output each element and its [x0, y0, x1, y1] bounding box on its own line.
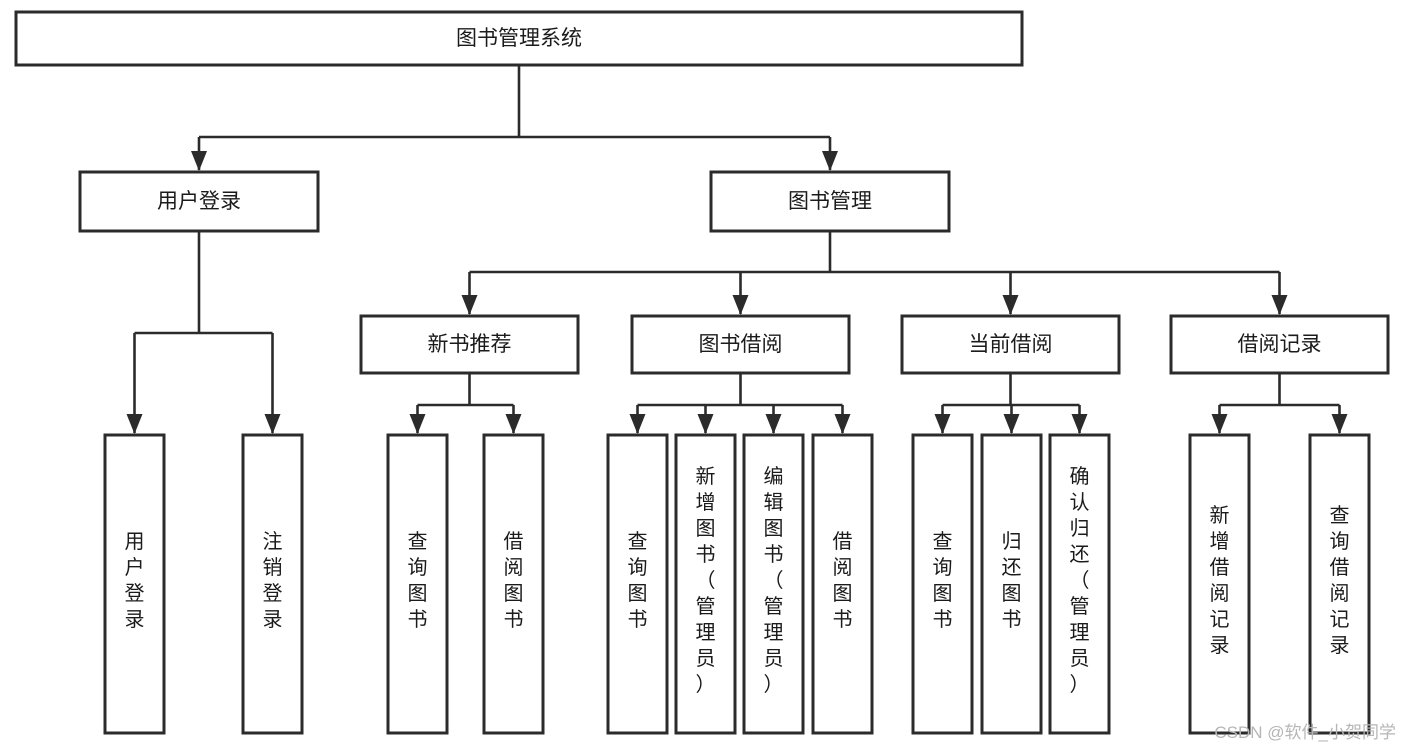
node-图书借阅-label: 图书借阅: [699, 333, 783, 356]
node-新增借阅记录-rect[interactable]: [1188, 433, 1251, 735]
arrow-down-icon: [629, 414, 646, 434]
node-编辑图书管理员-label: 编辑图书（管理员）: [764, 465, 784, 696]
node-图书管理系统-label: 图书管理系统: [456, 27, 582, 50]
node-用户登录[interactable]: 用户登录: [78, 170, 320, 233]
arrow-down-icon: [1331, 414, 1348, 434]
node-注销登录-label: 注销登录: [263, 530, 283, 631]
node-用户登录[interactable]: 用户登录: [103, 433, 166, 735]
node-新增图书管理员-label: 新增图书（管理员）: [696, 465, 716, 696]
node-确认归还管理员[interactable]: 确认归还（管理员）: [1048, 433, 1111, 735]
arrow-down-icon: [1211, 414, 1228, 434]
node-当前借阅[interactable]: 当前借阅: [900, 314, 1121, 375]
node-借阅图书[interactable]: 借阅图书: [482, 433, 545, 735]
node-新书推荐[interactable]: 新书推荐: [359, 314, 580, 375]
node-归还图书[interactable]: 归还图书: [980, 433, 1043, 735]
node-新增图书管理员[interactable]: 新增图书（管理员）: [674, 433, 737, 735]
node-新增借阅记录[interactable]: 新增借阅记录: [1188, 433, 1251, 735]
arrow-down-icon: [697, 414, 714, 434]
node-新增借阅记录-label: 新增借阅记录: [1210, 504, 1230, 657]
node-layer: 图书管理系统用户登录图书管理用户登录注销登录新书推荐查询图书借阅图书图书借阅查询…: [14, 10, 1390, 735]
node-查询图书[interactable]: 查询图书: [606, 433, 669, 735]
node-借阅记录-rect[interactable]: [1169, 314, 1390, 375]
node-确认归还管理员-label: 确认归还（管理员）: [1070, 465, 1090, 696]
node-查询借阅记录[interactable]: 查询借阅记录: [1308, 433, 1371, 735]
node-当前借阅-rect[interactable]: [900, 314, 1121, 375]
node-查询图书-rect[interactable]: [386, 433, 449, 735]
node-归还图书-rect[interactable]: [980, 433, 1043, 735]
node-新增图书管理员-rect[interactable]: [674, 433, 737, 735]
node-用户登录-label: 用户登录: [125, 531, 145, 631]
arrow-down-icon: [934, 414, 951, 434]
node-借阅图书-label: 借阅图书: [504, 530, 524, 631]
arrow-down-icon: [409, 414, 426, 434]
connector-layer: [126, 65, 1348, 434]
arrow-down-icon: [461, 295, 478, 315]
node-查询图书[interactable]: 查询图书: [386, 433, 449, 735]
node-图书借阅[interactable]: 图书借阅: [630, 314, 851, 375]
arrow-down-icon: [1071, 414, 1088, 434]
arrow-down-icon: [1003, 414, 1020, 434]
node-借阅图书-rect[interactable]: [482, 433, 545, 735]
node-图书管理系统[interactable]: 图书管理系统: [14, 10, 1024, 67]
node-图书管理[interactable]: 图书管理: [709, 170, 951, 233]
node-借阅图书-rect[interactable]: [811, 433, 874, 735]
arrow-down-icon: [1271, 295, 1288, 315]
node-确认归还管理员-rect[interactable]: [1048, 433, 1111, 735]
node-用户登录-rect[interactable]: [78, 170, 320, 233]
node-图书管理-rect[interactable]: [709, 170, 951, 233]
arrow-down-icon: [126, 414, 143, 434]
node-查询借阅记录-rect[interactable]: [1308, 433, 1371, 735]
node-查询图书-label: 查询图书: [628, 530, 648, 631]
arrow-down-icon: [732, 295, 749, 315]
node-图书借阅-rect[interactable]: [630, 314, 851, 375]
node-编辑图书管理员[interactable]: 编辑图书（管理员）: [742, 433, 805, 735]
arrow-down-icon: [264, 414, 281, 434]
node-查询图书-label: 查询图书: [933, 530, 953, 631]
node-查询图书-rect[interactable]: [606, 433, 669, 735]
node-编辑图书管理员-rect[interactable]: [742, 433, 805, 735]
arrow-down-icon: [191, 151, 207, 171]
node-新书推荐-rect[interactable]: [359, 314, 580, 375]
node-借阅记录-label: 借阅记录: [1238, 333, 1322, 356]
node-借阅记录[interactable]: 借阅记录: [1169, 314, 1390, 375]
node-查询图书[interactable]: 查询图书: [911, 433, 974, 735]
arrow-down-icon: [1002, 295, 1019, 315]
node-查询借阅记录-label: 查询借阅记录: [1330, 504, 1350, 657]
node-当前借阅-label: 当前借阅: [969, 333, 1053, 356]
node-借阅图书[interactable]: 借阅图书: [811, 433, 874, 735]
node-注销登录-rect[interactable]: [241, 433, 304, 735]
arrow-down-icon: [505, 414, 522, 434]
csdn-watermark: CSDN @软件_小贺同学: [1214, 723, 1396, 742]
node-归还图书-label: 归还图书: [1002, 530, 1022, 631]
node-注销登录[interactable]: 注销登录: [241, 433, 304, 735]
arrow-down-icon: [765, 414, 782, 434]
node-查询图书-rect[interactable]: [911, 433, 974, 735]
arrow-down-icon: [822, 151, 838, 171]
node-借阅图书-label: 借阅图书: [833, 530, 853, 631]
node-新书推荐-label: 新书推荐: [428, 333, 512, 356]
node-用户登录-label: 用户登录: [157, 190, 241, 213]
node-用户登录-rect[interactable]: [103, 433, 166, 735]
node-查询图书-label: 查询图书: [408, 530, 428, 631]
arrow-down-icon: [834, 414, 851, 434]
node-图书管理-label: 图书管理: [788, 190, 872, 213]
node-图书管理系统-rect[interactable]: [14, 10, 1024, 67]
